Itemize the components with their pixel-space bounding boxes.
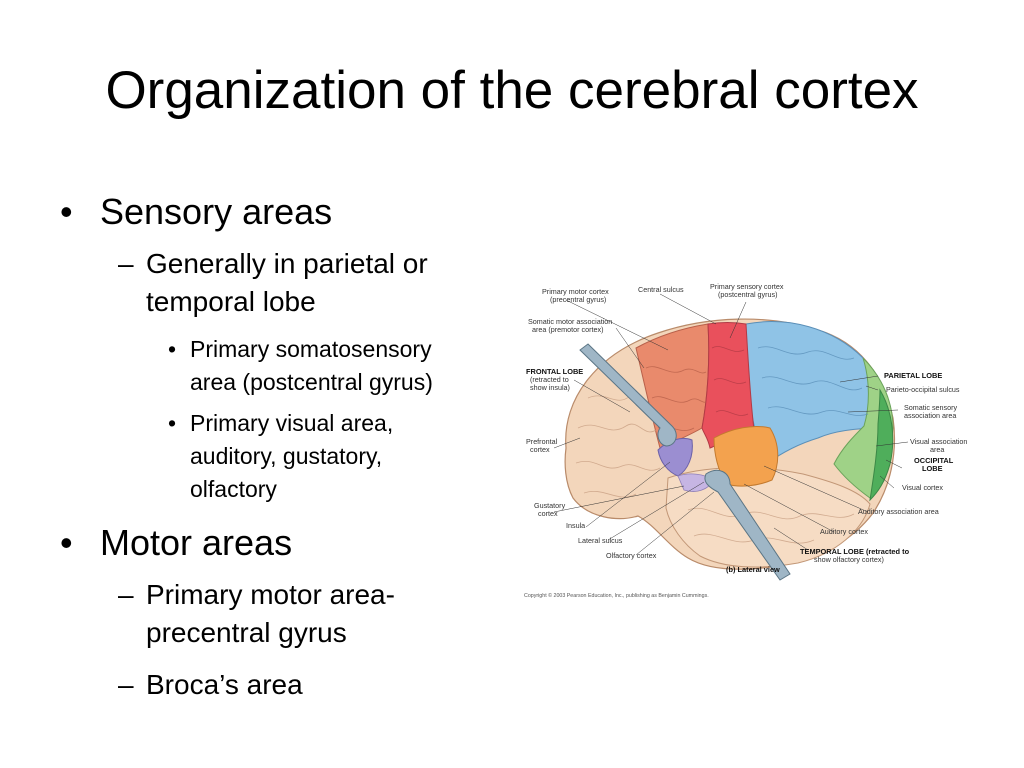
sub-bullet-line: Generally in parietal or <box>146 248 428 279</box>
sub-bullet-line: Broca’s area <box>146 669 303 700</box>
bullet-marker: • <box>168 410 177 436</box>
label-parieto-occipital-sulcus: Parieto-occipital sulcus <box>886 385 960 394</box>
leader-lines <box>553 293 909 556</box>
brain-diagram: Primary motor cortex(precentral gyrus) C… <box>524 282 967 599</box>
bullet-motor-areas: Motor areas <box>100 522 293 563</box>
label-central-sulcus: Central sulcus <box>638 285 684 294</box>
retractor-frontal <box>579 343 677 447</box>
dash-marker: – <box>118 669 134 700</box>
dash-marker: – <box>118 579 134 610</box>
label-insula: Insula <box>566 521 585 530</box>
sub-bullet-line: temporal lobe <box>146 286 316 317</box>
sub-sub-bullet-line: Primary somatosensory <box>190 336 432 362</box>
label-lateral-sulcus: Lateral sulcus <box>578 536 623 545</box>
bullet-list: • Sensory areas – Generally in parietal … <box>60 191 433 701</box>
sub-bullet-line: Primary motor area- <box>146 579 395 610</box>
label-primary-motor-cortex: Primary motor cortex(precentral gyrus) <box>542 287 609 304</box>
bullet-marker: • <box>60 191 73 232</box>
slide-title: Organization of the cerebral cortex <box>105 61 919 120</box>
sub-sub-bullet-line: Primary visual area, <box>190 410 394 436</box>
bullet-sensory-areas: Sensory areas <box>100 191 333 232</box>
retractor-temporal <box>704 469 791 581</box>
copyright-notice: Copyright © 2003 Pearson Education, Inc.… <box>524 592 709 599</box>
bullet-marker: • <box>60 522 73 563</box>
label-auditory-cortex: Auditory cortex <box>820 527 868 536</box>
label-auditory-association: Auditory association area <box>858 507 939 516</box>
sub-sub-bullet-line: area (postcentral gyrus) <box>190 369 433 395</box>
sub-sub-bullet-line: auditory, gustatory, <box>190 443 383 469</box>
figure-caption: (b) Lateral view <box>726 565 780 574</box>
visual-cortex <box>869 388 894 502</box>
brain-lateral-view-figure: Primary motor cortex(precentral gyrus) C… <box>518 278 996 608</box>
dash-marker: – <box>118 248 134 279</box>
bullet-marker: • <box>168 336 177 362</box>
label-parietal-lobe: PARIETAL LOBE <box>884 371 942 380</box>
sub-sub-bullet-line: olfactory <box>190 476 277 502</box>
label-olfactory-cortex: Olfactory cortex <box>606 551 657 560</box>
gyri-texture <box>575 395 855 544</box>
label-visual-cortex: Visual cortex <box>902 483 943 492</box>
label-primary-sensory-cortex: Primary sensory cortex(postcentral gyrus… <box>710 282 784 299</box>
sub-bullet-line: precentral gyrus <box>146 617 347 648</box>
